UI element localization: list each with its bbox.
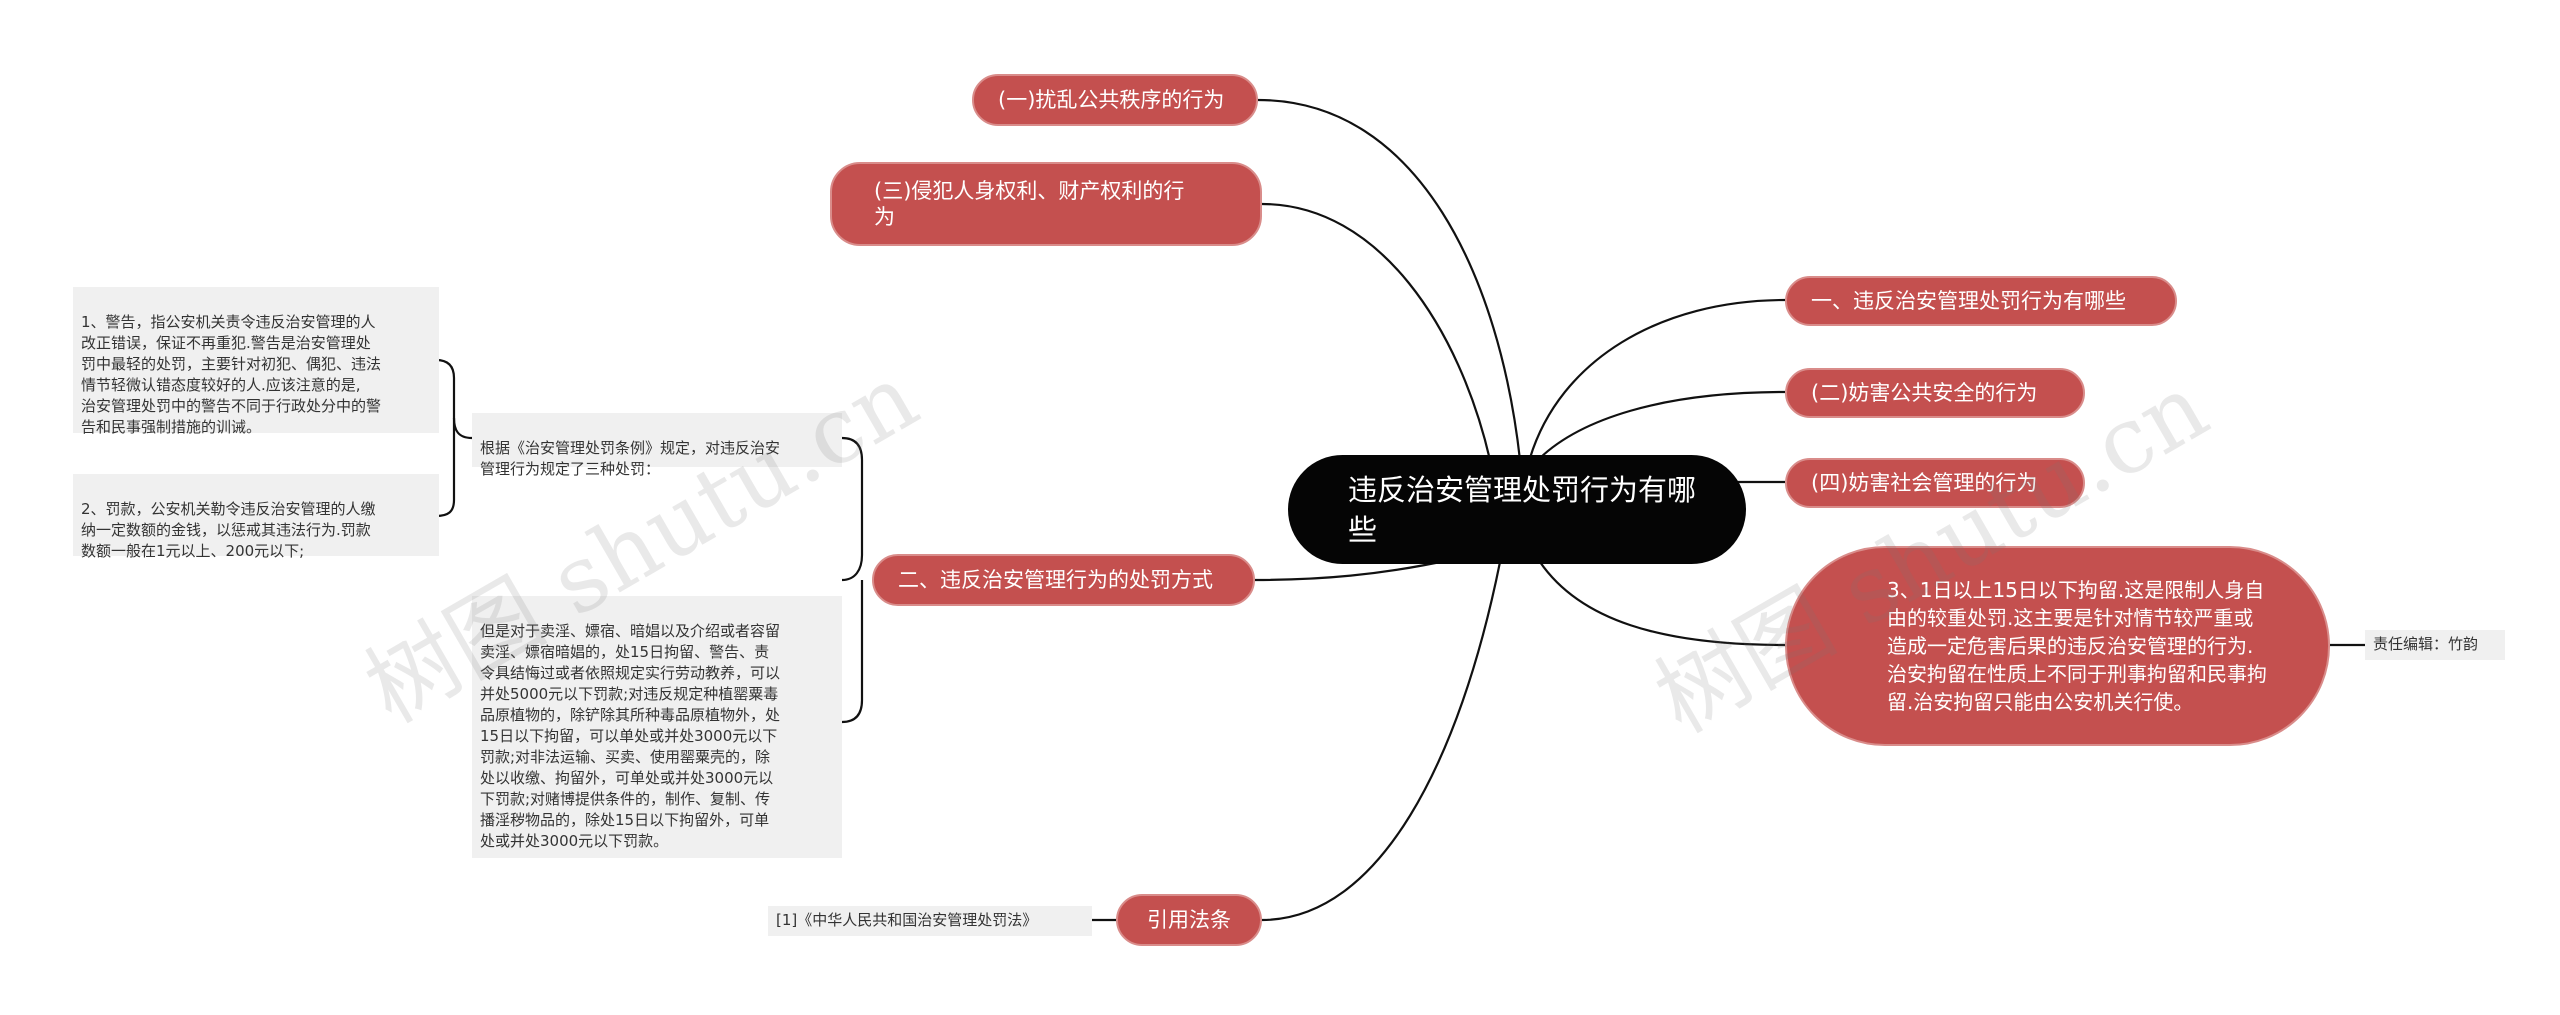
leaf-fine: 2、罚款，公安机关勒令违反治安管理的人缴 纳一定数额的金钱，以惩戒其违法行为.罚… — [73, 474, 439, 560]
leaf-regulation-intro-text: 根据《治安管理处罚条例》规定，对违反治安 管理行为规定了三种处罚： — [480, 439, 781, 478]
edge-root-cited-law — [1261, 561, 1502, 922]
branch-cited-law-label: 引用法条 — [1147, 908, 1231, 932]
edge-root-disturb-order — [1257, 98, 1522, 461]
leaf-regulation-intro: 根据《治安管理处罚条例》规定，对违反治安 管理行为规定了三种处罚： — [472, 413, 842, 478]
leaf-fine-text: 2、罚款，公安机关勒令违反治安管理的人缴 纳一定数额的金钱，以惩戒其违法行为.罚… — [81, 500, 376, 560]
edge-root-infringe-rights — [1261, 202, 1492, 461]
branch-what-is-label: 一、违反治安管理处罚行为有哪些 — [1811, 289, 2126, 313]
leaf-law-reference-text: [1]《中华人民共和国治安管理处罚法》 — [776, 911, 1038, 929]
edge-punishment-brace-lower — [841, 580, 864, 724]
root-label: 违反治安管理处罚行为有哪些 — [1348, 472, 1697, 547]
branch-detention-label: 3、1日以上15日以下拘留.这是限制人身自由的较重处罚.这主要是针对情节较严重或… — [1887, 578, 2267, 714]
branch-infringe-rights[interactable]: (三)侵犯人身权利、财产权利的行为 — [830, 162, 1262, 246]
branch-infringe-rights-label: (三)侵犯人身权利、财产权利的行为 — [874, 179, 1185, 229]
branch-cited-law[interactable]: 引用法条 — [1116, 894, 1262, 946]
leaf-editor-text: 责任编辑：竹韵 — [2373, 635, 2479, 653]
leaf-warning: 1、警告，指公安机关责令违反治安管理的人 改正错误，保证不再重犯.警告是治安管理… — [73, 287, 439, 436]
root-node[interactable]: 违反治安管理处罚行为有哪些 — [1288, 455, 1746, 564]
branch-social-management-label: (四)妨害社会管理的行为 — [1811, 471, 2038, 495]
branch-social-management[interactable]: (四)妨害社会管理的行为 — [1785, 458, 2085, 508]
branch-public-safety-label: (二)妨害公共安全的行为 — [1811, 381, 2038, 405]
leaf-editor: 责任编辑：竹韵 — [2365, 630, 2505, 660]
edge-root-public-safety — [1539, 390, 1786, 459]
edge-root-what-is — [1528, 298, 1786, 459]
branch-public-safety[interactable]: (二)妨害公共安全的行为 — [1785, 368, 2085, 418]
leaf-exceptions-text: 但是对于卖淫、嫖宿、暗娼以及介绍或者容留 卖淫、嫖宿暗娼的，处15日拘留、警告、… — [480, 622, 781, 850]
leaf-warning-text: 1、警告，指公安机关责令违反治安管理的人 改正错误，保证不再重犯.警告是治安管理… — [81, 313, 382, 436]
branch-punishment-methods[interactable]: 二、违反治安管理行为的处罚方式 — [872, 554, 1255, 606]
branch-detention[interactable]: 3、1日以上15日以下拘留.这是限制人身自由的较重处罚.这主要是针对情节较严重或… — [1785, 546, 2330, 746]
leaf-law-reference: [1]《中华人民共和国治安管理处罚法》 — [768, 906, 1092, 936]
edge-intro-brace — [435, 358, 473, 440]
branch-punishment-methods-label: 二、违反治安管理行为的处罚方式 — [898, 568, 1213, 592]
branch-disturb-order-label: (一)扰乱公共秩序的行为 — [998, 88, 1225, 112]
leaf-exceptions: 但是对于卖淫、嫖宿、暗娼以及介绍或者容留 卖淫、嫖宿暗娼的，处15日拘留、警告、… — [472, 596, 842, 858]
branch-what-is[interactable]: 一、违反治安管理处罚行为有哪些 — [1785, 276, 2177, 326]
branch-disturb-order[interactable]: (一)扰乱公共秩序的行为 — [972, 74, 1258, 126]
